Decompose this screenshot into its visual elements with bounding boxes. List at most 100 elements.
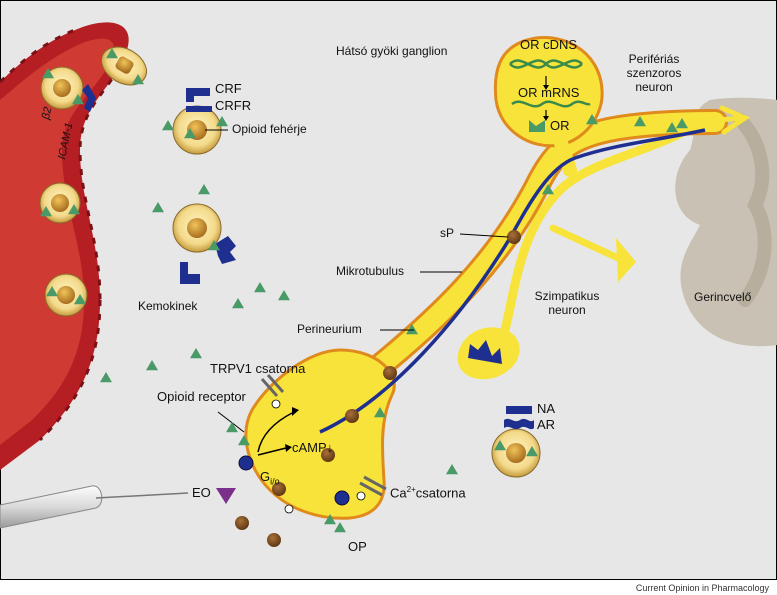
or-receptor-icon [529, 120, 545, 132]
na-label: NA [537, 401, 556, 416]
figure-background [0, 0, 777, 580]
peripheral-neuron-line1: Perifériás [628, 52, 680, 66]
chemokine-receptor-icon [215, 236, 236, 264]
gprotein-to-camp-arrowhead [285, 444, 292, 452]
opioid-ligand-24 [406, 324, 418, 335]
peripheral-neuron-label: Perifériás szenzoros neuron [614, 52, 694, 94]
sympathetic-neuron-label: Szimpatikus neuron [522, 289, 612, 318]
chemokines-label: Kemokinek [138, 299, 198, 313]
opioid-ligand-30 [184, 128, 196, 139]
opioid-ligand-15 [190, 348, 202, 359]
opioid-receptor-gprotein [238, 455, 254, 471]
opioid-ligand-group [40, 48, 688, 533]
ca-base: Ca [390, 485, 407, 501]
trpv1-channel-icon [260, 374, 285, 397]
cdna-to-mrna-arrowhead [543, 85, 549, 90]
opioid-receptor-pointer [217, 411, 245, 433]
eo-ligand-icon [216, 488, 236, 504]
blood-vessel-wall-right [78, 54, 127, 301]
opioid-ligand-22 [446, 464, 458, 475]
or-cdna-helix [509, 59, 583, 69]
b2-label: β2 [40, 105, 55, 121]
gio-label: Gi/o [260, 469, 280, 487]
opioid-ligand-5 [46, 286, 58, 297]
opioid-ligand-18 [226, 422, 238, 433]
ca-sup: 2+ [406, 485, 416, 494]
opioid-ligand-7 [106, 48, 118, 59]
extracellular-vesicle-1 [272, 482, 286, 496]
extracellular-vesicle-2 [235, 516, 249, 530]
opioid-ligand-26 [586, 114, 598, 125]
camp-inhibition-arrowhead [292, 407, 299, 416]
opioid-ligand-17 [146, 360, 158, 371]
opioid-receptor-label: Opioid receptor [157, 389, 246, 404]
opioid-ligand-16 [100, 372, 112, 383]
opioid-ligand-29 [676, 118, 688, 129]
crf-label: CRF [215, 81, 242, 96]
opioid-ligand-20 [324, 514, 336, 525]
crf-ligand-icon [186, 88, 210, 102]
immune-cell-vessel-2 [39, 182, 81, 224]
na-ligand-icon [506, 406, 532, 414]
immune-cell-vessel-3 [44, 273, 88, 317]
perineurium-label: Perineurium [297, 322, 362, 336]
inhibition-symbol-1 [271, 399, 281, 409]
extracellular-vesicle-3 [267, 533, 281, 547]
blood-vessel-wall-left [0, 26, 102, 442]
opioid-ligand-9 [198, 184, 210, 195]
op-label: OP [348, 539, 367, 554]
or-label: OR [550, 118, 570, 133]
adrenergic-receptor-icon [504, 418, 534, 430]
drg-label: Hátsó gyöki ganglion [336, 44, 448, 58]
axon-vesicle [383, 366, 397, 380]
calcium-channel-label: Ca2+csatorna [390, 485, 466, 501]
opioid-ligand-25 [542, 184, 554, 195]
eo-label: EO [192, 485, 211, 500]
opioid-ligand-10 [152, 202, 164, 213]
opioid-ligand-27 [634, 116, 646, 127]
opioid-ligand-13 [278, 290, 290, 301]
opioid-ligand-21 [334, 522, 346, 533]
peripheral-neuron-line2: szenzoros [626, 65, 682, 80]
sensory-axon-inner [340, 112, 725, 400]
opioid-ligand-23 [374, 407, 386, 418]
gprotein-to-camp-arrow [257, 447, 287, 456]
spinal-cord-label: Gerincvelő [694, 290, 752, 304]
opioid-ligand-33 [526, 446, 538, 457]
opioid-ligand-1 [42, 68, 54, 79]
opioid-ligand-32 [216, 116, 228, 127]
or-cdna-label: OR cDNS [520, 37, 578, 52]
sp-vesicle [507, 230, 521, 244]
mrna-to-or-arrowhead [543, 116, 549, 121]
opioid-ligand-28 [666, 122, 678, 133]
immune-cell-chemokine [172, 203, 222, 253]
camp-label: cAMP↓ [292, 440, 334, 455]
ca-rest: csatorna [415, 485, 466, 501]
syringe-icon [0, 485, 189, 529]
opioid-ligand-3 [40, 206, 52, 217]
microtubule-label: Mikrotubulus [336, 264, 405, 278]
opioid-protein-label: Opioid fehérje [232, 122, 307, 136]
credit-line: Current Opinion in Pharmacology [635, 583, 769, 593]
or-mrna-strand [511, 100, 591, 108]
opioid-ligand-4 [68, 204, 80, 215]
microtubule [319, 128, 706, 434]
terminal-vesicle-2 [321, 448, 335, 462]
opioid-ligand-12 [232, 298, 244, 309]
opioid-ligand-14 [254, 282, 266, 293]
opioid-ligand-11 [208, 240, 220, 251]
sp-pointer [459, 233, 509, 238]
drg-stem [553, 133, 577, 177]
sympathetic-line2: neuron [548, 302, 586, 317]
camp-inhibition-arrow [257, 411, 295, 453]
opioid-ligand-19 [238, 435, 250, 446]
immune-cell-adrenergic [491, 428, 541, 478]
crfr-receptor-icon [186, 106, 212, 112]
terminal-vesicle-1 [345, 409, 359, 423]
sp-label: sP [440, 226, 455, 240]
sensory-terminal [244, 348, 396, 520]
spinal-cord-grey-matter [733, 113, 772, 307]
opioid-ligand-31 [162, 120, 174, 131]
inhibition-symbol-3 [356, 491, 366, 501]
